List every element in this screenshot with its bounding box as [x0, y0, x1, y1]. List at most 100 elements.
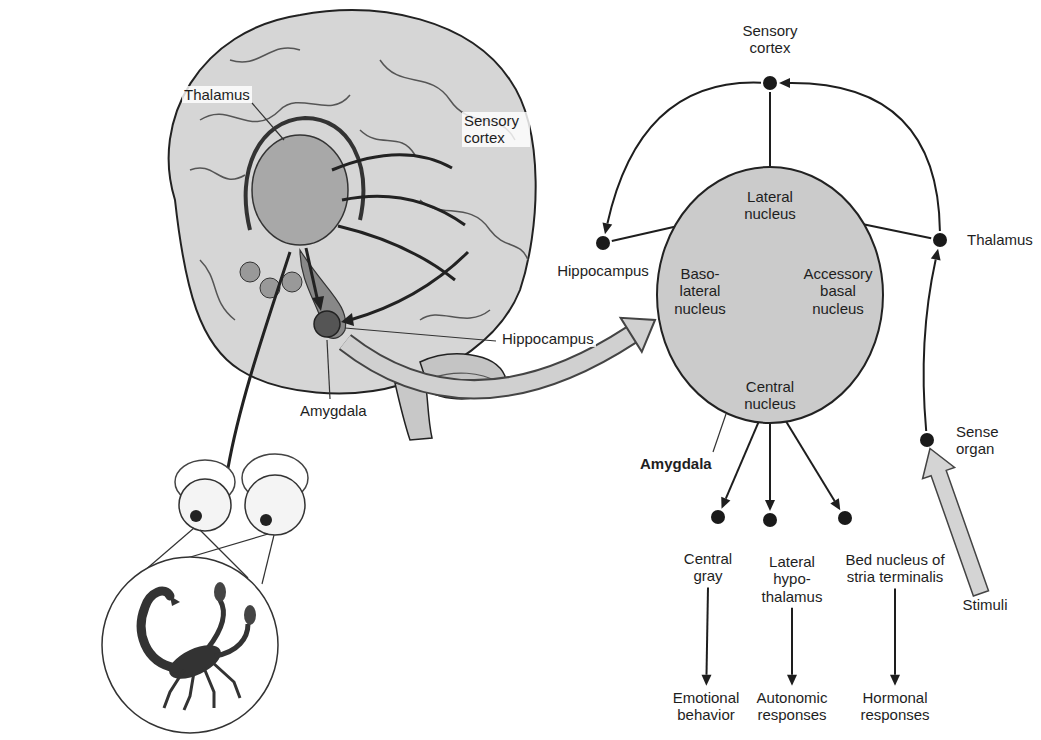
- response-label: Hormonal responses: [856, 689, 934, 724]
- pupil: [190, 510, 202, 522]
- brain: [169, 10, 536, 535]
- node-text: Lateral hypo-thalamus: [759, 553, 825, 605]
- scorpion-pincer: [244, 605, 256, 625]
- scorpion-leg: [184, 672, 194, 710]
- scorpion-body: [164, 638, 226, 685]
- node-text: Hormonal responses: [856, 689, 934, 724]
- response-label: Autonomic responses: [753, 689, 831, 724]
- stimuli-label: Stimuli: [962, 596, 1007, 613]
- basal-ganglia: [240, 262, 260, 282]
- arrowhead: [602, 222, 612, 234]
- basal-ganglia: [282, 272, 302, 292]
- connector-line: [707, 588, 709, 675]
- structure-node: Central gray: [678, 510, 738, 585]
- node-dot: [920, 433, 934, 447]
- node-text: Amygdala: [640, 455, 712, 472]
- brain-gyrus: [200, 260, 235, 320]
- arrow-connector: [890, 589, 900, 686]
- node-dot: [763, 76, 777, 90]
- node-text: Baso-lateral nucleus: [671, 265, 729, 317]
- scorpion-pincer: [214, 582, 226, 602]
- thalamus-shape: [252, 135, 348, 245]
- scorpion-frame: [102, 557, 278, 733]
- arrowhead: [765, 500, 775, 511]
- node-text: Central gray: [678, 550, 738, 585]
- structure-node: Thalamus: [933, 231, 1033, 248]
- nucleus-label: Lateral nucleus: [739, 188, 801, 223]
- node-text: Bed nucleus of stria terminalis: [838, 551, 952, 586]
- node-dot: [838, 511, 852, 525]
- node-dot: [763, 513, 777, 527]
- nucleus-label: Accessory basal nucleus: [803, 265, 873, 317]
- nucleus-label: Baso-lateral nucleus: [671, 265, 729, 317]
- part-label: Thalamus: [182, 86, 252, 103]
- leader-line: [713, 414, 726, 452]
- connector-line: [894, 589, 896, 675]
- node-text: Stimuli: [962, 596, 1007, 613]
- brain-gyrus: [230, 48, 300, 62]
- eyeball: [179, 479, 231, 531]
- node-text: Autonomic responses: [753, 689, 831, 724]
- structure-node: Bed nucleus of stria terminalis: [838, 511, 952, 586]
- pathway-arrowhead: [312, 296, 324, 311]
- scorpion-leg: [164, 670, 184, 708]
- pupil: [260, 514, 272, 526]
- visual-pathway: [342, 196, 465, 225]
- arrowhead: [721, 497, 730, 509]
- scorpion-leg: [212, 662, 240, 698]
- connector-line: [791, 608, 793, 675]
- arrow-connector: [782, 415, 840, 510]
- connector-line: [782, 415, 834, 501]
- amygdala-shape: [314, 311, 340, 337]
- node-text: Accessory basal nucleus: [803, 265, 873, 317]
- brain-gyrus: [420, 310, 490, 320]
- arrow-connector: [787, 608, 797, 686]
- eyeball: [245, 475, 305, 535]
- arrowhead: [779, 78, 790, 88]
- visual-pathway: [228, 252, 290, 468]
- amygdala-oval: AmygdalaLateral nucleusBaso-lateral nucl…: [655, 165, 885, 425]
- arrowhead: [787, 675, 797, 686]
- connector-line: [924, 260, 936, 432]
- part-label: Hippocampus: [500, 330, 596, 347]
- visual-pathway: [338, 226, 455, 280]
- leader-lines: [252, 103, 726, 452]
- leader-line: [345, 328, 496, 341]
- node-dot: [596, 236, 610, 250]
- brain-gyrus: [360, 130, 415, 155]
- arrowhead: [931, 249, 941, 261]
- connector-line: [726, 415, 762, 498]
- leader-line: [252, 103, 284, 140]
- pathway-arrowhead: [341, 313, 354, 326]
- connector-line: [769, 92, 771, 174]
- structure-node: Sense organ: [920, 423, 1006, 458]
- connector-line: [769, 415, 771, 500]
- arrowhead: [890, 675, 900, 686]
- amygdala-ellipse: [657, 167, 883, 423]
- structure-node: Hippocampus: [557, 236, 649, 279]
- structure-node: Lateral hypo-thalamus: [759, 513, 825, 605]
- hippocampus-shape: [300, 250, 346, 338]
- node-text: Sensory cortex: [734, 22, 806, 57]
- node-dot: [711, 510, 725, 524]
- scorpion-stinger: [170, 596, 180, 606]
- arrow-connector: [702, 588, 712, 686]
- arrowhead: [830, 498, 840, 510]
- node-text: Hippocampus: [557, 262, 649, 279]
- response-label: Emotional behavior: [667, 689, 745, 724]
- scorpion-arm: [208, 600, 224, 648]
- scorpion-arm: [215, 624, 248, 656]
- arrow-connector: [924, 249, 941, 431]
- node-text: Emotional behavior: [667, 689, 745, 724]
- node-text: Lateral nucleus: [739, 188, 801, 223]
- visual-pathway: [306, 248, 318, 302]
- part-label: Amygdala: [298, 402, 369, 419]
- leader-line: [327, 340, 330, 399]
- visual-pathway: [350, 252, 468, 320]
- node-text: Sense organ: [956, 423, 1006, 458]
- brain-gyrus: [190, 168, 245, 179]
- arrowhead: [702, 675, 712, 686]
- scorpion: [141, 582, 256, 710]
